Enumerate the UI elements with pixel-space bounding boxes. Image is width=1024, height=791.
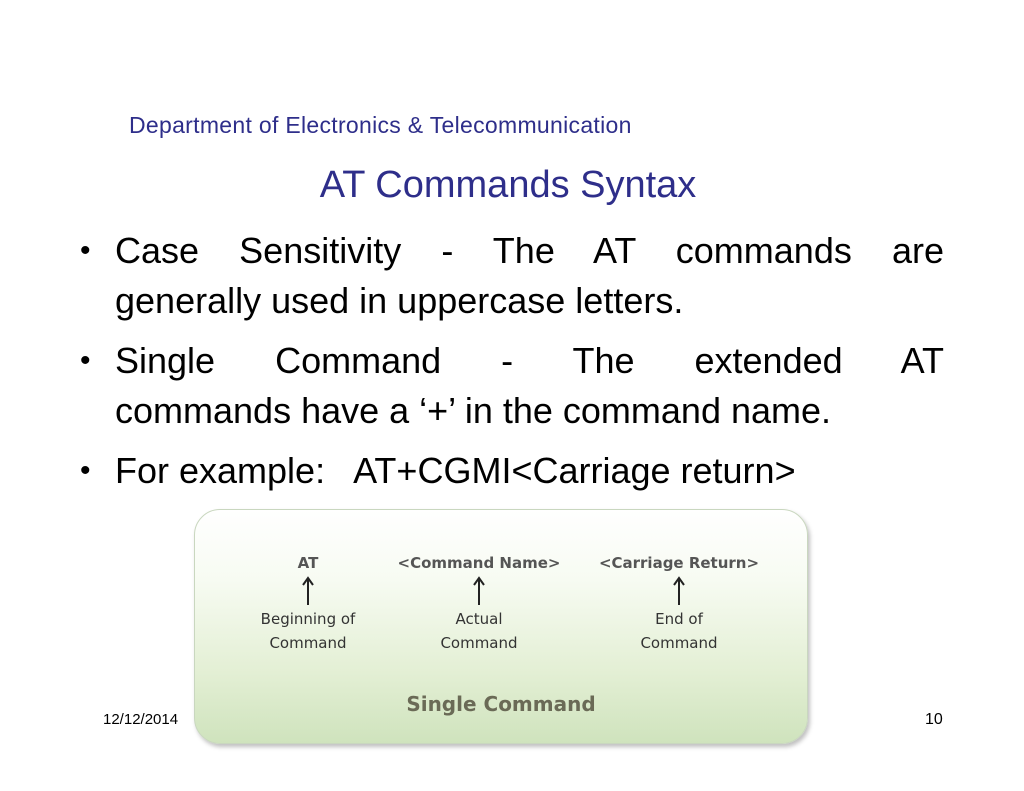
up-arrow-icon (473, 576, 485, 605)
bullet-text-line: Single Command - The extended AT (115, 340, 944, 381)
single-command-diagram: AT Beginning of Command <Command Name> A… (194, 509, 808, 744)
bullet-text-line: commands have a ‘+’ in the command name. (115, 390, 832, 431)
diagram-column-desc: Command (640, 634, 718, 652)
department-header: Department of Electronics & Telecommunic… (129, 112, 632, 138)
slide-title: AT Commands Syntax (319, 164, 697, 206)
bullet-item-case-sensitivity: • Case Sensitivity - The AT commands are… (80, 226, 944, 326)
diagram-caption: Single Command (406, 692, 596, 716)
bullet-dot: • (80, 454, 91, 487)
bullet-item-single-command: • Single Command - The extended AT comma… (80, 336, 944, 436)
diagram-column-desc: Actual (455, 610, 503, 628)
bullet-dot: • (80, 234, 91, 267)
page-number: 10 (925, 711, 943, 728)
diagram-column-desc: End of (655, 610, 703, 628)
bullet-text-line: generally used in uppercase letters. (115, 280, 684, 321)
diagram-column-head: <Carriage Return> (598, 554, 760, 572)
diagram-column-desc: Beginning of (260, 610, 356, 628)
diagram-column-head: <Command Name> (397, 554, 561, 572)
diagram-column-at: AT Beginning of Command (253, 554, 363, 654)
bullet-list: • Case Sensitivity - The AT commands are… (80, 226, 944, 506)
diagram-column-carriage-return: <Carriage Return> End of Command (587, 554, 771, 654)
bullet-text-line: For example: AT+CGMI<Carriage return> (115, 450, 796, 491)
footer-date: 12/12/2014 (103, 711, 179, 728)
diagram-column-desc: Command (269, 634, 347, 652)
bullet-text-line: Case Sensitivity - The AT commands are (115, 230, 944, 271)
diagram-column-head: AT (297, 554, 319, 572)
up-arrow-icon (673, 576, 685, 605)
diagram-column-desc: Command (440, 634, 518, 652)
bullet-dot: • (80, 344, 91, 377)
up-arrow-icon (302, 576, 314, 605)
diagram-column-command-name: <Command Name> Actual Command (391, 554, 567, 654)
bullet-item-example: • For example: AT+CGMI<Carriage return> (80, 446, 944, 496)
